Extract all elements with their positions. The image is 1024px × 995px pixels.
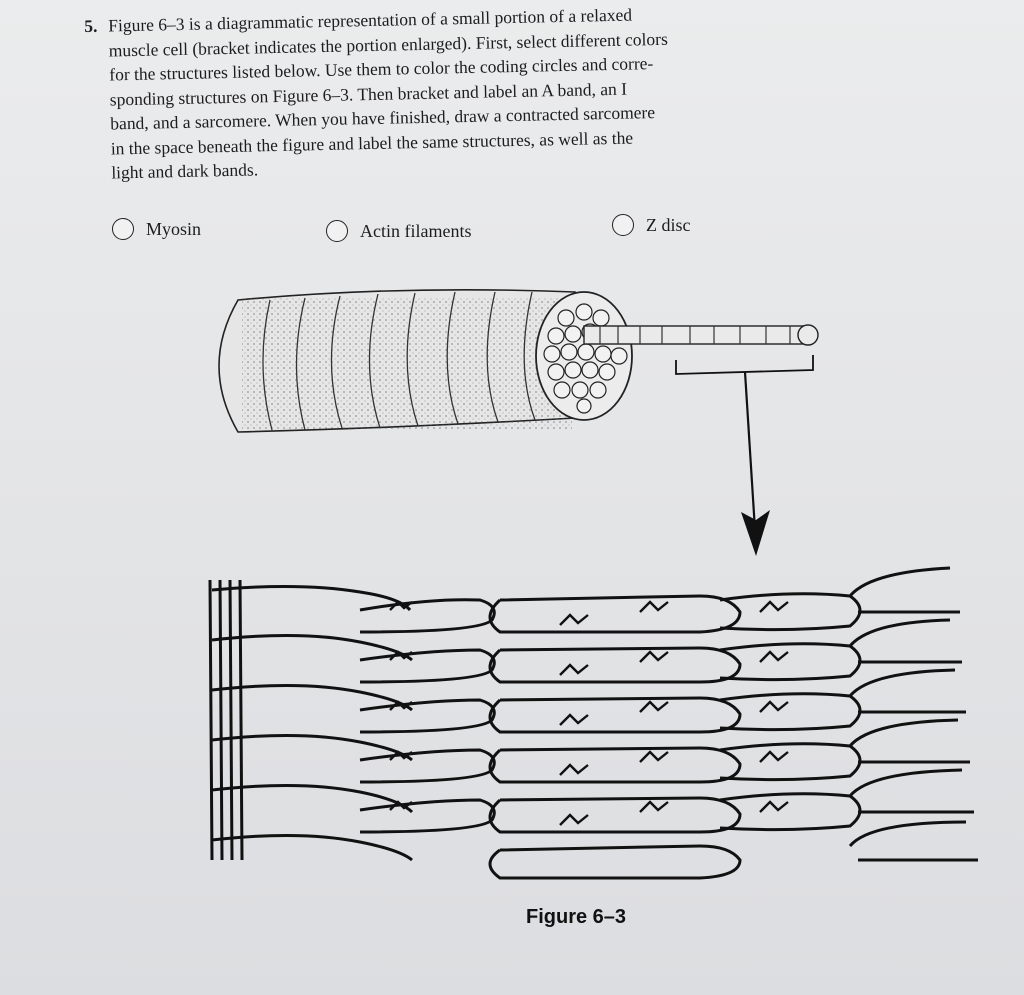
- muscle-cell-illustration: [218, 288, 819, 556]
- legend-item-myosin[interactable]: Myosin: [112, 218, 201, 240]
- striation-lines: [262, 291, 536, 431]
- coding-circle-z-disc[interactable]: [612, 214, 634, 236]
- actin-filaments-right: [848, 566, 978, 862]
- coding-legend: Myosin Actin filaments Z disc: [0, 212, 1024, 252]
- legend-label-actin: Actin filaments: [360, 220, 472, 241]
- enlarged-portion-bracket: [675, 355, 814, 375]
- coding-circle-myosin[interactable]: [112, 218, 134, 240]
- enlargement-arrow: [741, 510, 770, 556]
- legend-label-myosin: Myosin: [146, 218, 202, 239]
- z-disc-lines: [208, 579, 244, 861]
- legend-item-actin[interactable]: Actin filaments: [326, 220, 471, 242]
- legend-label-z-disc: Z disc: [646, 214, 691, 235]
- figure-caption: Figure 6–3: [526, 906, 627, 928]
- legend-item-z-disc[interactable]: Z disc: [612, 214, 691, 236]
- coding-circle-actin[interactable]: [326, 220, 348, 242]
- cross-bridge-heads: [389, 600, 789, 826]
- sarcomere-diagram: [208, 566, 978, 880]
- myosin-thick-filaments: [359, 592, 862, 880]
- single-myofibril: [583, 324, 819, 346]
